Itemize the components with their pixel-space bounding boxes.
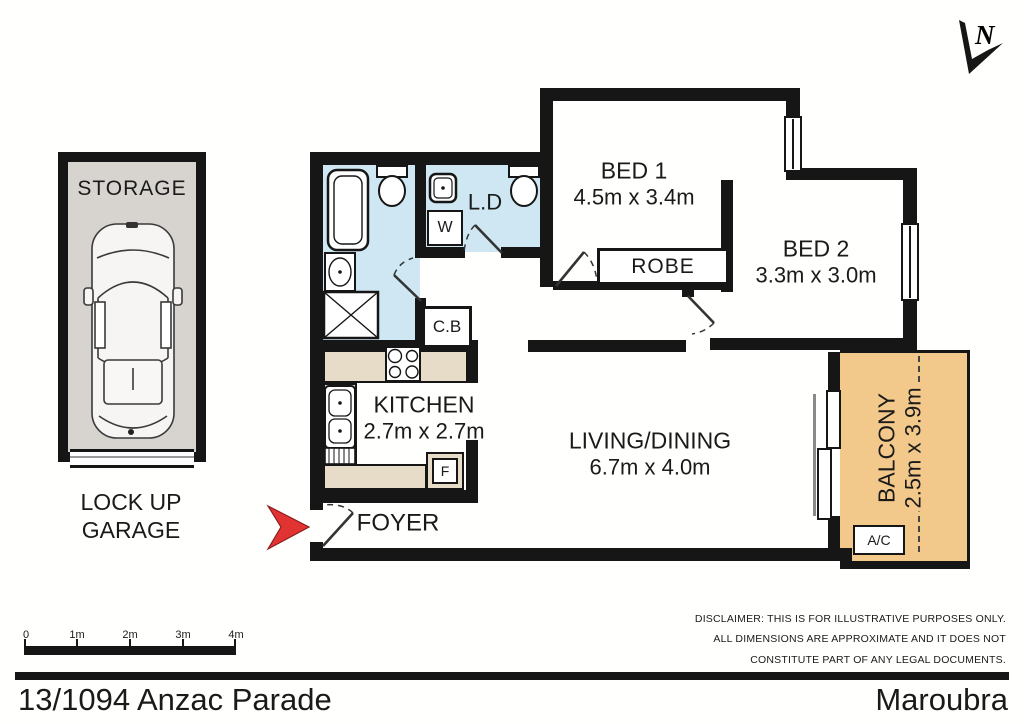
- laundry-label: L.D: [467, 189, 503, 215]
- bed1-window: [784, 116, 802, 172]
- svg-text:N: N: [974, 20, 996, 50]
- sliding-door-panel-1: [826, 390, 841, 449]
- wall-bed1-right-upper: [786, 88, 800, 118]
- sliding-door-track: [813, 394, 816, 516]
- bed1-label: BED 1 4.5m x 3.4m: [573, 157, 694, 212]
- lockup-line2: GARAGE: [81, 517, 181, 543]
- kitchen-counter-bottom: [323, 464, 427, 490]
- bed1-dims: 4.5m x 3.4m: [573, 184, 695, 210]
- balcony-label: BALCONY 2.5m x 3.9m: [872, 384, 928, 512]
- aircon-box: A/C: [853, 525, 905, 555]
- wall-laundry-bottom-left: [415, 247, 465, 258]
- bed2-dims: 3.3m x 3.0m: [755, 262, 877, 288]
- garage-floor: [68, 162, 196, 452]
- scale-label-1: 1m: [69, 629, 85, 641]
- living-name: LIVING/DINING: [568, 427, 732, 454]
- robe-box: ROBE: [597, 248, 729, 285]
- living-dims: 6.7m x 4.0m: [589, 454, 711, 480]
- wall-partition-stub: [415, 298, 426, 342]
- fridge-label: F: [440, 463, 450, 479]
- wall-bed1-left: [540, 88, 553, 287]
- wall-living-right-upper: [828, 352, 840, 390]
- wall-kitchen-right-upper: [466, 340, 478, 383]
- disclaimer-line2: ALL DIMENSIONS ARE APPROXIMATE AND IT DO…: [713, 633, 1006, 646]
- scale-label-4: 4m: [228, 629, 244, 641]
- sliding-door-panel-2: [817, 448, 832, 520]
- footer-divider: [15, 672, 1009, 680]
- wall-bath-top: [310, 152, 553, 165]
- bed2-door-post: [682, 288, 694, 297]
- wall-bath-laundry-partition: [415, 164, 426, 256]
- kitchen-dims: 2.7m x 2.7m: [363, 418, 485, 444]
- disclaimer-text: DISCLAIMER: THIS IS FOR ILLUSTRATIVE PUR…: [695, 609, 1006, 670]
- garage-door: [70, 449, 194, 468]
- address-title: 13/1094 Anzac Parade: [18, 682, 332, 717]
- bed1-name: BED 1: [600, 157, 668, 184]
- bed2-label: BED 2 3.3m x 3.0m: [755, 235, 876, 290]
- wall-bottom-main: [310, 548, 852, 561]
- wall-robe: [553, 281, 733, 290]
- wall-living-top: [528, 340, 686, 352]
- kitchen-label: KITCHEN 2.7m x 2.7m: [363, 391, 484, 446]
- wall-living-right-lower: [828, 516, 840, 548]
- disclaimer-line1: DISCLAIMER: THIS IS FOR ILLUSTRATIVE PUR…: [694, 613, 1006, 625]
- lockup-garage-label: LOCK UP GARAGE: [81, 488, 182, 544]
- balcony-dims: 2.5m x 3.9m: [900, 387, 926, 509]
- balcony-name: BALCONY: [873, 393, 900, 503]
- suburb-title: Maroubra: [875, 682, 1008, 717]
- lockup-line1: LOCK UP: [80, 488, 182, 515]
- living-label: LIVING/DINING 6.7m x 4.0m: [569, 427, 731, 482]
- disclaimer-line3: CONSTITUTE PART OF ANY LEGAL DOCUMENTS.: [750, 653, 1006, 666]
- fridge-box: F: [432, 458, 458, 484]
- wall-kitchen-right-lower: [466, 440, 478, 503]
- wall-bed2-top: [786, 168, 917, 180]
- wall-left-outer: [310, 152, 323, 510]
- wall-laundry-bottom-right: [501, 247, 540, 258]
- wall-bed2-right-upper: [903, 180, 917, 225]
- bathroom-floor: [318, 160, 420, 345]
- wall-bed2-right-lower: [903, 295, 917, 350]
- north-compass-icon: N: [959, 20, 1003, 74]
- cupboard-label: C.B: [432, 317, 462, 336]
- washer-box: W: [427, 210, 463, 246]
- robe-label: ROBE: [631, 254, 695, 278]
- wall-bed1-top: [540, 88, 800, 101]
- wall-kitchen-bottom: [310, 490, 478, 503]
- scale-label-3: 3m: [175, 629, 191, 641]
- cupboard-box: C.B: [422, 306, 472, 348]
- storage-label: STORAGE: [77, 177, 187, 201]
- bed2-name: BED 2: [782, 235, 850, 262]
- scale-label-2: 2m: [122, 629, 138, 641]
- entry-arrow-icon: [266, 504, 311, 551]
- bed2-window: [901, 223, 919, 301]
- washer-label: W: [437, 219, 453, 236]
- aircon-label: A/C: [867, 532, 891, 548]
- scale-label-0: 0: [22, 629, 30, 641]
- kitchen-name: KITCHEN: [373, 391, 475, 418]
- foyer-label: FOYER: [356, 509, 440, 537]
- wall-bed2-bottom: [710, 338, 917, 350]
- scale-bar-rule: [24, 639, 236, 655]
